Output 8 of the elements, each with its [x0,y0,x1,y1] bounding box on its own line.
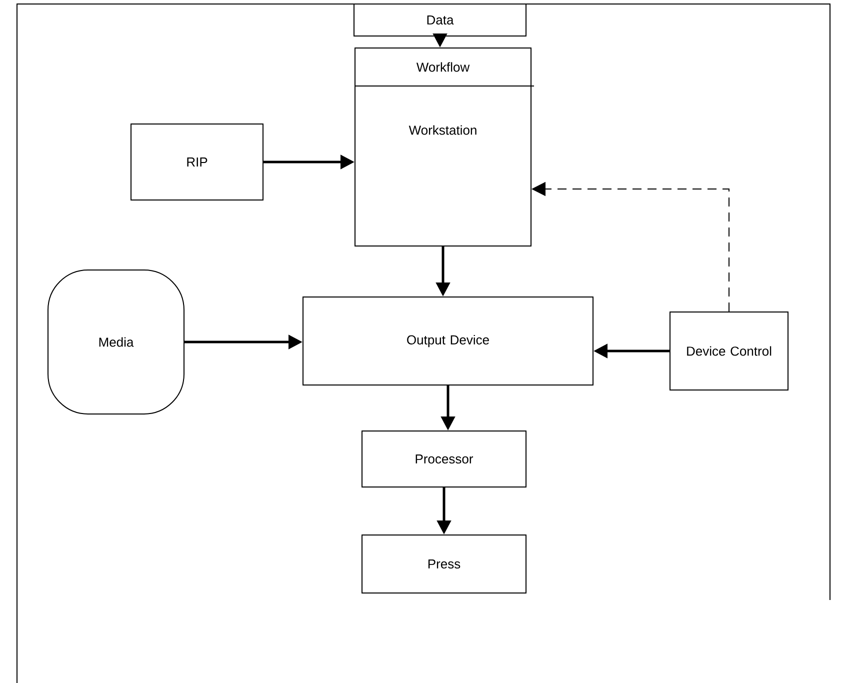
process-box: Press [362,534,526,594]
process-box: Data [354,4,526,36]
process-box: Output Device [302,296,594,386]
workstation-box: Workflow Workstation [354,48,534,246]
process-box: RIP [130,124,264,200]
process-box: Processor [362,430,526,488]
media-box: Media [48,270,184,414]
process-box: Device Control [670,312,788,390]
